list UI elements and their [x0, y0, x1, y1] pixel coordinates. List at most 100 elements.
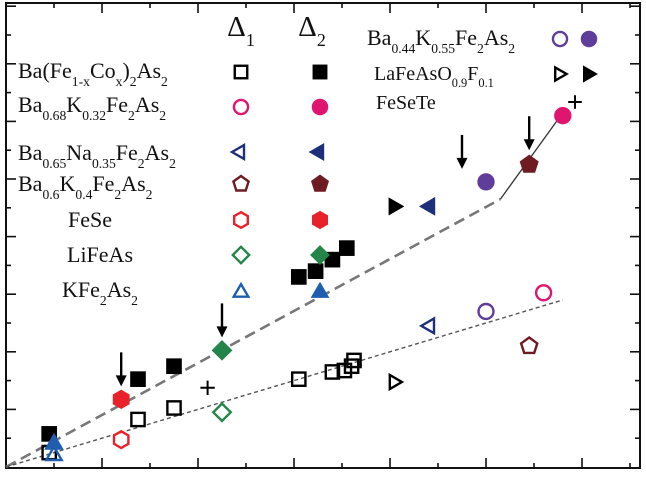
- fit-line-long-dash: [5, 198, 502, 469]
- label-text: Fe: [455, 25, 477, 50]
- legend-label-co: Ba(Fe1-xCox)2As2: [18, 58, 168, 89]
- legend-column-header: Δ2: [298, 11, 326, 50]
- label-text: Fe: [106, 92, 128, 117]
- point-k55-delta2: [477, 173, 495, 191]
- chart-fit-lines: [5, 112, 564, 469]
- point-lifeas-delta2: [211, 340, 233, 361]
- subscript-text: 2: [128, 108, 135, 123]
- legend-marker-k4-delta1: [231, 174, 251, 192]
- label-text: Na: [66, 140, 92, 165]
- legend-label-na: Ba0.65Na0.35Fe2As2: [18, 140, 176, 171]
- legend-marker-fese-delta2: [312, 210, 328, 230]
- subscript-text: 0.44: [391, 41, 415, 56]
- subscript-text: 0.55: [431, 41, 455, 56]
- label-text: ): [122, 58, 129, 83]
- legend-label-k55: Ba0.44K0.55Fe2As2: [367, 25, 515, 56]
- subscript-text: 0.6: [42, 187, 59, 202]
- subscript-text: 2: [477, 41, 484, 56]
- legend-marker-co-delta1: [233, 64, 249, 80]
- label-text: Co: [90, 58, 116, 83]
- point-lifeas-delta1: [211, 401, 233, 423]
- legend-label-lifeas: LiFeAs: [67, 242, 133, 267]
- label-text: Ba(Fe: [18, 58, 72, 83]
- legend-marker-k55-delta1: [551, 30, 569, 48]
- point-k4-delta1: [519, 336, 539, 355]
- legend-marker-fesete-delta2: [568, 95, 582, 109]
- arrow-head: [115, 375, 127, 387]
- point-co-delta1: [324, 364, 341, 380]
- label-text: K: [415, 25, 431, 50]
- point-k32-delta2: [554, 106, 572, 125]
- arrow-head: [523, 139, 535, 151]
- subscript-text: 0.4: [75, 187, 92, 202]
- subscript-text: 2: [100, 293, 107, 308]
- legend-column-header: Δ1: [227, 11, 255, 50]
- point-co-delta2: [130, 371, 146, 387]
- legend-marker-lifeas-delta2: [310, 245, 330, 265]
- point-co-delta1: [130, 411, 146, 428]
- label-text: FeSeTe: [376, 92, 436, 114]
- label-text: KFe: [62, 277, 100, 302]
- point-lafeaso-delta2: [388, 197, 405, 216]
- label-text: Fe: [116, 140, 138, 165]
- label-text: Ba: [367, 25, 392, 50]
- point-co-delta2: [166, 358, 182, 375]
- legend-label-fesete: FeSeTe: [376, 92, 436, 114]
- fit-line-solid: [499, 112, 564, 200]
- subscript-text: 2: [508, 41, 515, 56]
- subscript-text: 2: [130, 74, 137, 89]
- legend-marker-k4-delta2: [310, 174, 330, 192]
- arrow-head: [456, 157, 468, 169]
- subscript-text: 2: [169, 156, 176, 171]
- label-text: Ba: [18, 140, 43, 165]
- label-text: K: [59, 171, 75, 196]
- subscript-text: 0.65: [42, 156, 66, 171]
- subscript-text: 2: [131, 293, 138, 308]
- legend-marker-k32-delta2: [311, 98, 329, 116]
- legend-label-k4: Ba0.6K0.4Fe2As2: [18, 171, 153, 202]
- point-na-delta1: [418, 316, 436, 336]
- legend-marker-na-delta1: [229, 143, 246, 161]
- chart-arrows: [115, 116, 535, 387]
- point-k55-delta1: [477, 302, 495, 321]
- arrow-head: [216, 326, 228, 338]
- legend-marker-k32-delta1: [232, 98, 250, 116]
- plot-frame: [5, 2, 641, 469]
- subscript-text: 0.1: [478, 76, 494, 90]
- subscript-text: 0.9: [452, 76, 468, 90]
- point-fese-delta2: [112, 389, 130, 409]
- legend-marker-kfe-delta2: [310, 281, 330, 298]
- legend-marker-kfe-delta1: [231, 281, 251, 298]
- legend-label-k32: Ba0.68K0.32Fe2As2: [18, 92, 166, 123]
- point-kfe-delta2: [44, 432, 64, 450]
- subscript-text: 2: [317, 30, 326, 50]
- point-co-delta1: [166, 400, 182, 416]
- subscript-text: 0.35: [92, 156, 116, 171]
- label-text: F: [467, 63, 478, 85]
- point-co-delta2: [338, 240, 355, 256]
- point-co-delta1: [346, 352, 362, 369]
- point-co-delta2: [290, 269, 307, 285]
- fit-line-short-dash: [5, 299, 564, 468]
- legend-marker-na-delta2: [308, 143, 325, 161]
- legend-marker-lafeaso-delta2: [583, 65, 598, 83]
- chart-data-points: [41, 106, 572, 462]
- legend-marker-lafeaso-delta1: [554, 65, 569, 83]
- subscript-text: 2: [114, 187, 121, 202]
- label-text: K: [66, 92, 82, 117]
- subscript-text: x: [116, 74, 123, 89]
- legend-marker-lifeas-delta1: [231, 245, 251, 265]
- point-co-delta2: [324, 251, 341, 268]
- point-lafeaso-delta1: [388, 372, 405, 392]
- label-text: LiFeAs: [67, 242, 133, 267]
- subscript-text: 0.68: [42, 108, 66, 123]
- subscript-text: 1-x: [72, 74, 90, 89]
- point-k32-delta1: [534, 284, 553, 302]
- label-text: As: [107, 277, 131, 302]
- legend-marker-fese-delta1: [232, 210, 250, 230]
- point-na-delta2: [418, 196, 436, 216]
- label-text: LaFeAsO: [374, 63, 452, 85]
- label-text: As: [145, 140, 169, 165]
- legend-label-kfe: KFe2As2: [62, 277, 138, 308]
